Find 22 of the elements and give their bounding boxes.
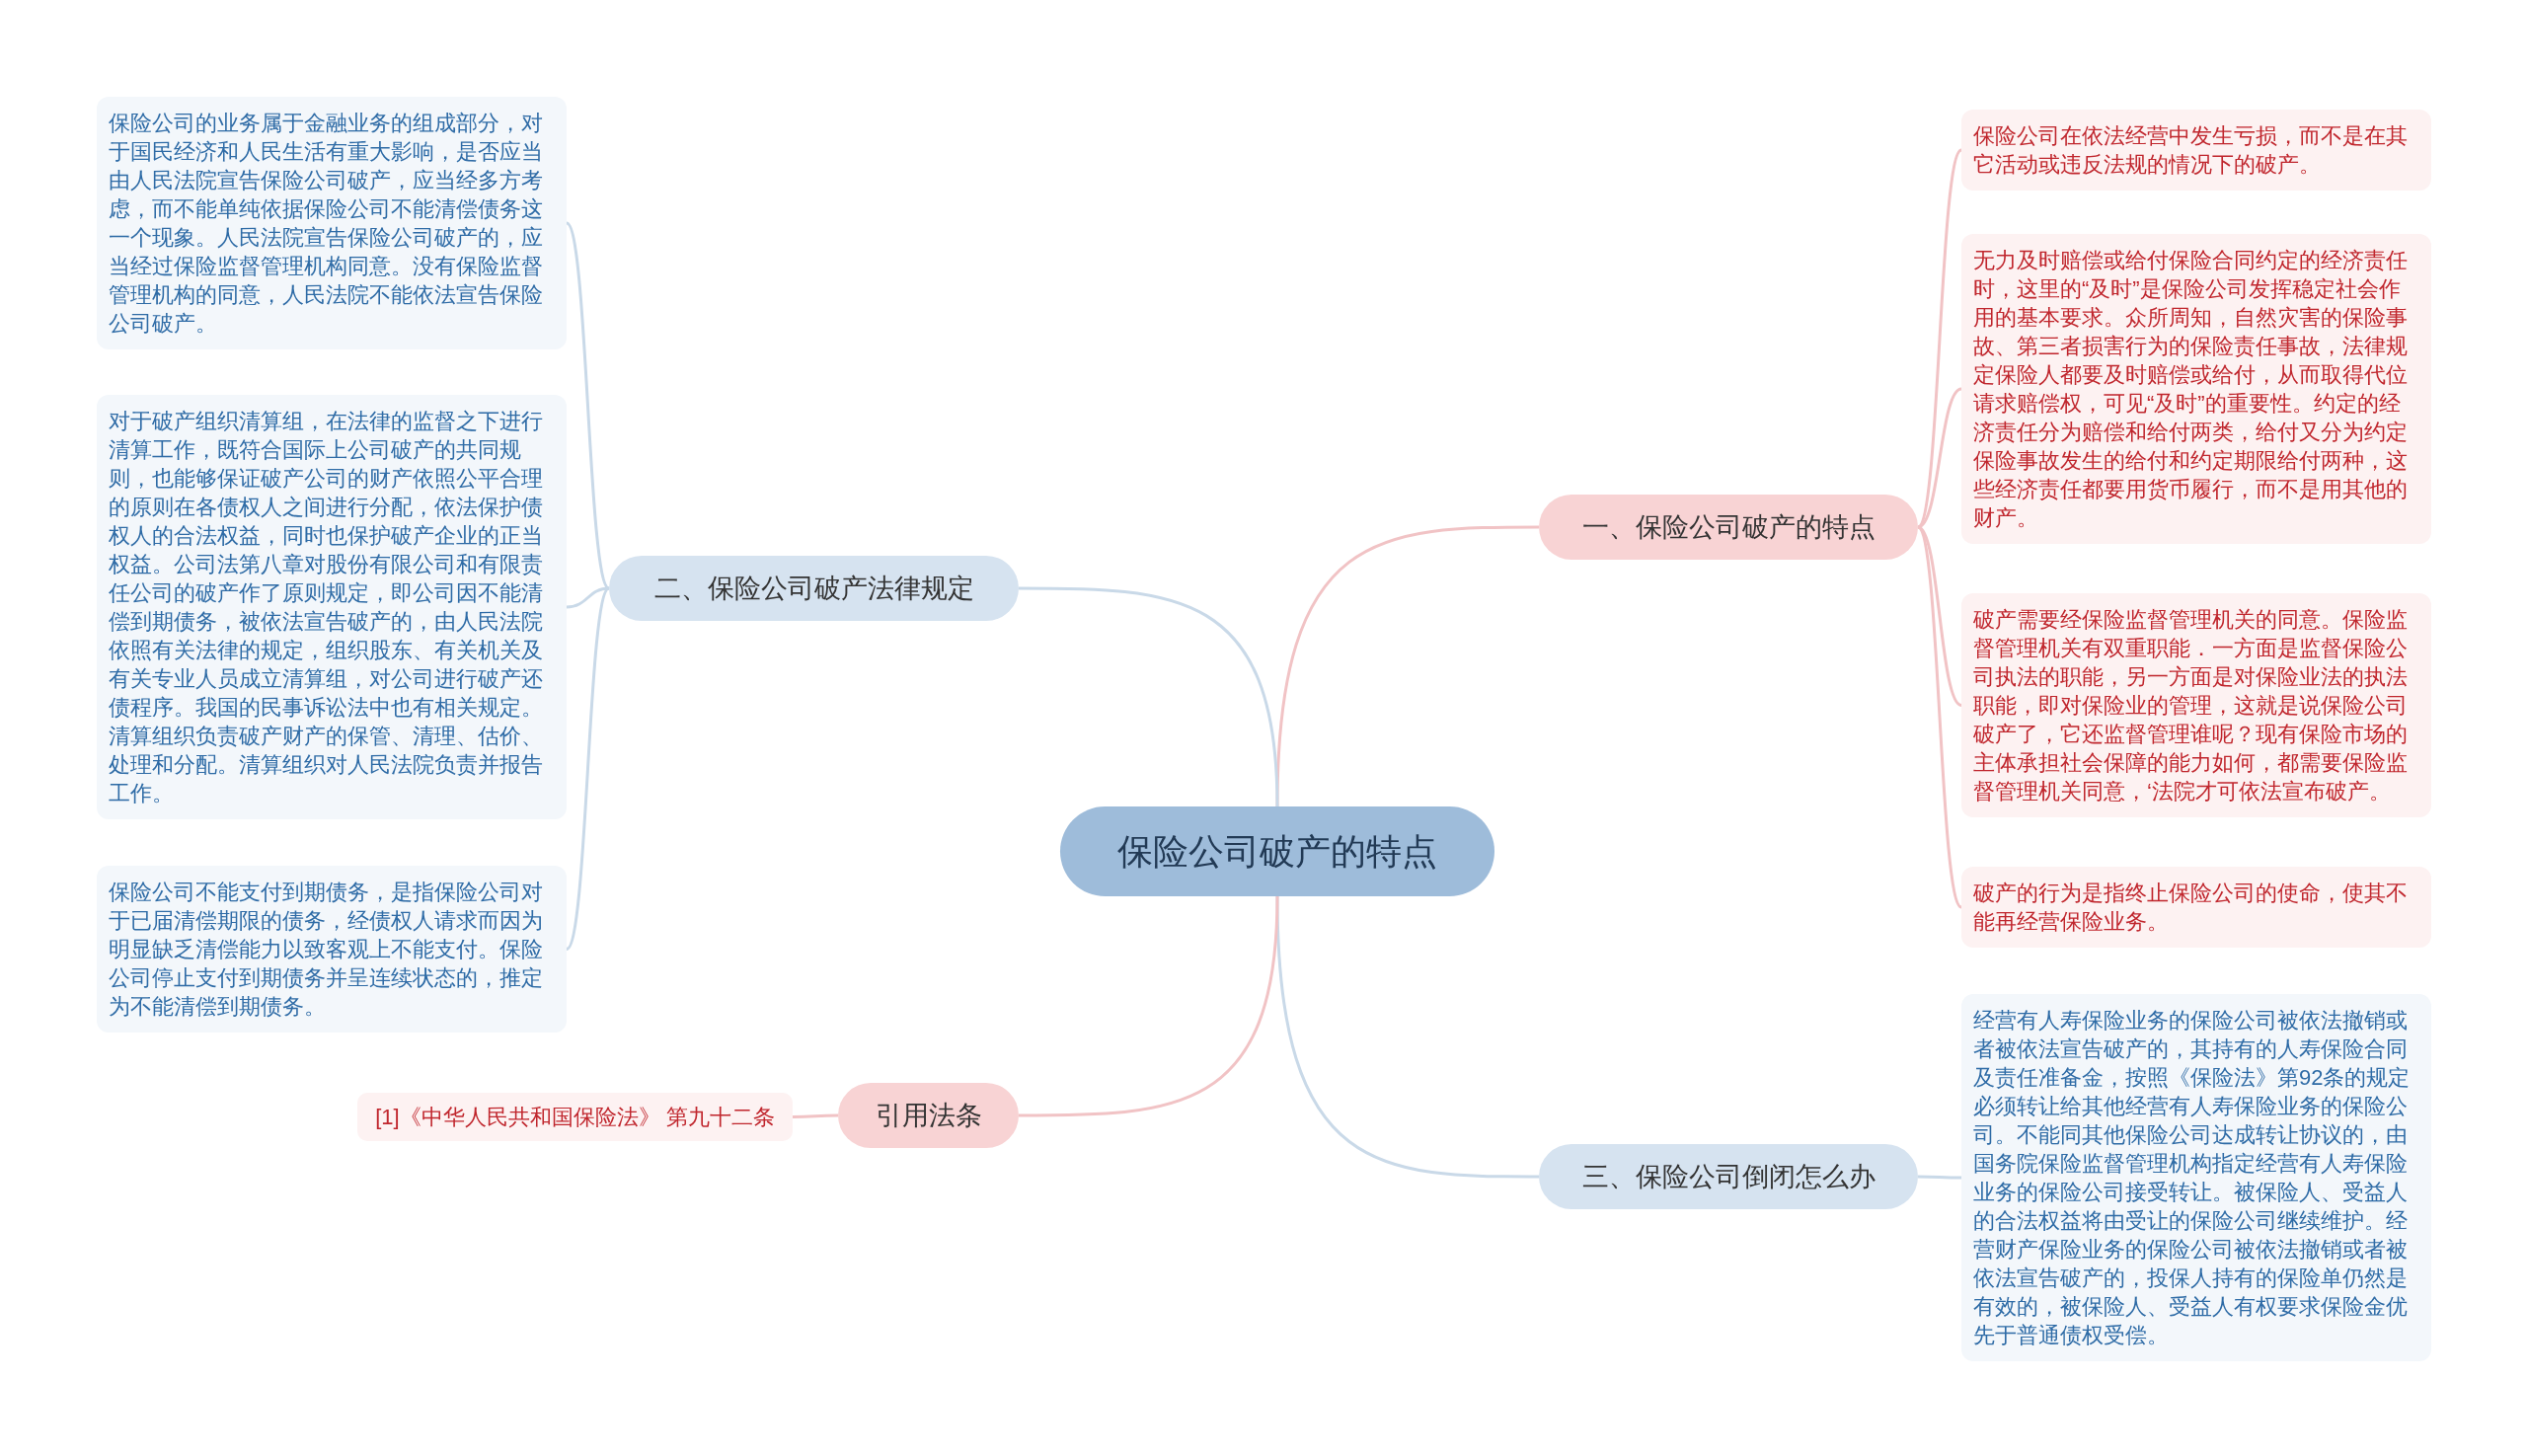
connector-line: [565, 222, 611, 589]
connector-line: [1275, 895, 1539, 1179]
note-card: 经营有人寿保险业务的保险公司被依法撤销或者被依法宣告破产的，其持有的人寿保险合同及责任准备金，按照《保险法》第92条的规定必须转让给其他经营有人寿保险业务的保险公司。不能同其他保险公司达成转让协议的，由国务院保险监督管理机构指定经营有人寿保险业务的保险公司接受转让。被保险人、受益人的合法权益将由受让的保险公司继续维护。经营财产保险业务的保险公司被依法撤销或者被依法宣告破产的，投保人持有的保险单仍然是有效的，被保险人、受益人有权要求保险金优先于普通债权受偿。: [1961, 994, 2431, 1361]
note-card: 对于破产组织清算组，在法律的监督之下进行清算工作，既符合国际上公司破产的共同规则，也能够保证破产公司的财产依照公平合理的原则在各债权人之间进行分配，依法保护债权人的合法权益，同时也保护破产企业的正当权益。公司法第八章对股份有限公司和有限责任公司的破产作了原则规定，即公司因不能清偿到期债务，被依法宣告破产的，由人民法院依照有关法律的规定，组织股东、有关机关及有关专业人员成立清算组，对公司进行破产还债程序。我国的民事诉讼法中也有相关规定。清算组织负责破产财产的保管、清理、估价、处理和分配。清算组织对人民法院负责并报告工作。: [97, 395, 567, 819]
note-card: 保险公司不能支付到期债务，是指保险公司对于已届清偿期限的债务，经债权人请求而因为明显缺乏清偿能力以致客观上不能支付。保险公司停止支付到期债务并呈连续状态的，推定为不能清偿到期债务。: [97, 866, 567, 1033]
note-card: 保险公司在依法经营中发生亏损，而不是在其它活动或违反法规的情况下的破产。: [1961, 110, 2431, 191]
connector-line: [565, 587, 611, 951]
note-card: 破产的行为是指终止保险公司的使命，使其不能再经营保险业务。: [1961, 867, 2431, 948]
connector-line: [1019, 895, 1279, 1117]
connector-line: [1918, 1175, 1961, 1180]
connector-line: [793, 1113, 838, 1118]
central-topic: 保险公司破产的特点: [1060, 806, 1494, 896]
note-card: 无力及时赔偿或给付保险合同约定的经济责任时，这里的“及时”是保险公司发挥稳定社会作用的基本要求。众所周知，自然灾害的保险事故、第三者损害行为的保险责任事故，法律规定保险人都要及时赔偿或给付，从而取得代位请求赔偿权，可见“及时”的重要性。约定的经济责任分为赔偿和给付两类，给付又分为约定保险事故发生的给付和约定期限给付两种，这些经济责任都要用货币履行，而不是用其他的财产。: [1961, 234, 2431, 544]
branch-topic: 二、保险公司破产法律规定: [609, 556, 1019, 621]
note-card: 破产需要经保险监督管理机关的同意。保险监督管理机关有双重职能．一方面是监督保险公司执法的职能，另一方面是对保险业法的执法职能，即对保险业的管理，这就是说保险公司破产了，它还监督管理谁呢？现有保险市场的主体承担社会保障的能力如何，都需要保险监督管理机关同意，‘法院才可依法宣布破产。: [1961, 593, 2431, 817]
branch-topic: 一、保险公司破产的特点: [1539, 495, 1918, 560]
citation-card: [1]《中华人民共和国保险法》 第九十二条: [357, 1093, 793, 1141]
connector-line: [1275, 525, 1539, 807]
branch-topic: 三、保险公司倒闭怎么办: [1539, 1144, 1918, 1209]
branch-topic: 引用法条: [838, 1083, 1019, 1148]
connector-line: [1019, 586, 1279, 807]
note-card: 保险公司的业务属于金融业务的组成部分，对于国民经济和人民生活有重大影响，是否应当由人民法院宣告保险公司破产，应当经多方考虑，而不能单纯依据保险公司不能清偿债务这一个现象。人民法院宣告保险公司破产的，应当经过保险监督管理机构同意。没有保险监督管理机构的同意，人民法院不能依法宣告保险公司破产。: [97, 97, 567, 349]
